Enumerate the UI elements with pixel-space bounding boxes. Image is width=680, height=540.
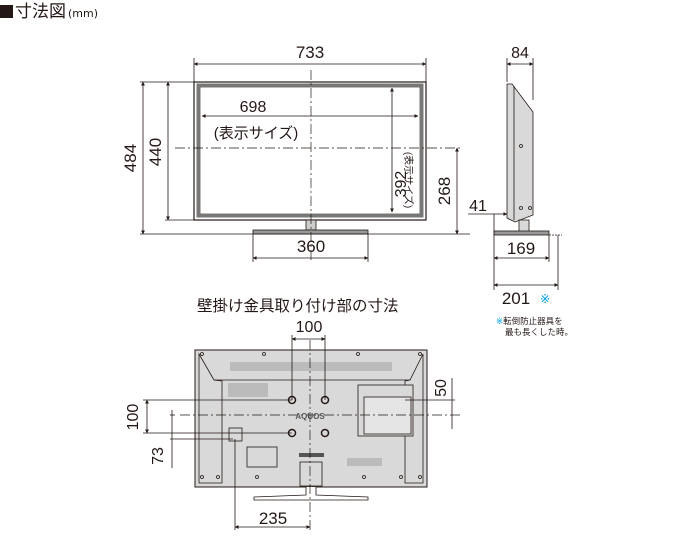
diagram-title: 寸法図 (mm) [0, 2, 98, 24]
max-depth-mark: ※ [540, 292, 550, 306]
wall-mount-title: 壁掛け金具取り付け部の寸法 [197, 297, 399, 315]
dim-offset: 41 [469, 198, 487, 215]
display-width-label: (表示サイズ) [214, 125, 299, 142]
dim-stand-depth: 169 [507, 239, 535, 258]
square-marker-icon [0, 5, 13, 18]
display-height-label: (表示サイズ) [402, 152, 415, 208]
note-line2: 最も長くした時。 [505, 328, 574, 338]
dim-stand-width: 360 [297, 237, 325, 256]
dim-depth-top: 84 [511, 45, 529, 62]
dim-max-depth: 201 [502, 289, 530, 308]
rear-view [143, 335, 460, 530]
side-view [468, 58, 562, 290]
dim-width-overall: 733 [296, 43, 324, 62]
dim-offset-right: 50 [433, 379, 450, 397]
dim-height-overall: 484 [121, 144, 140, 172]
dim-center-height: 268 [435, 177, 454, 205]
dim-height-panel: 440 [146, 138, 165, 166]
dim-offset-center-v: 73 [150, 447, 167, 465]
dim-display-width: 698 [240, 99, 267, 116]
dim-hole-spacing-v: 100 [125, 404, 142, 431]
dim-display-height: 392 [393, 171, 410, 198]
dim-hole-spacing-h: 100 [296, 319, 323, 336]
title-unit: (mm) [68, 7, 99, 20]
note-mark: ※ [496, 317, 504, 327]
aquos-logo: AQUOS [295, 412, 325, 421]
side-note: ※転倒防止器具を 最も長くした時。 [496, 317, 573, 339]
note-line1: 転倒防止器具を [503, 317, 563, 327]
front-view [140, 58, 470, 262]
dim-offset-left: 235 [259, 509, 287, 528]
title-text: 寸法図 [15, 2, 66, 22]
